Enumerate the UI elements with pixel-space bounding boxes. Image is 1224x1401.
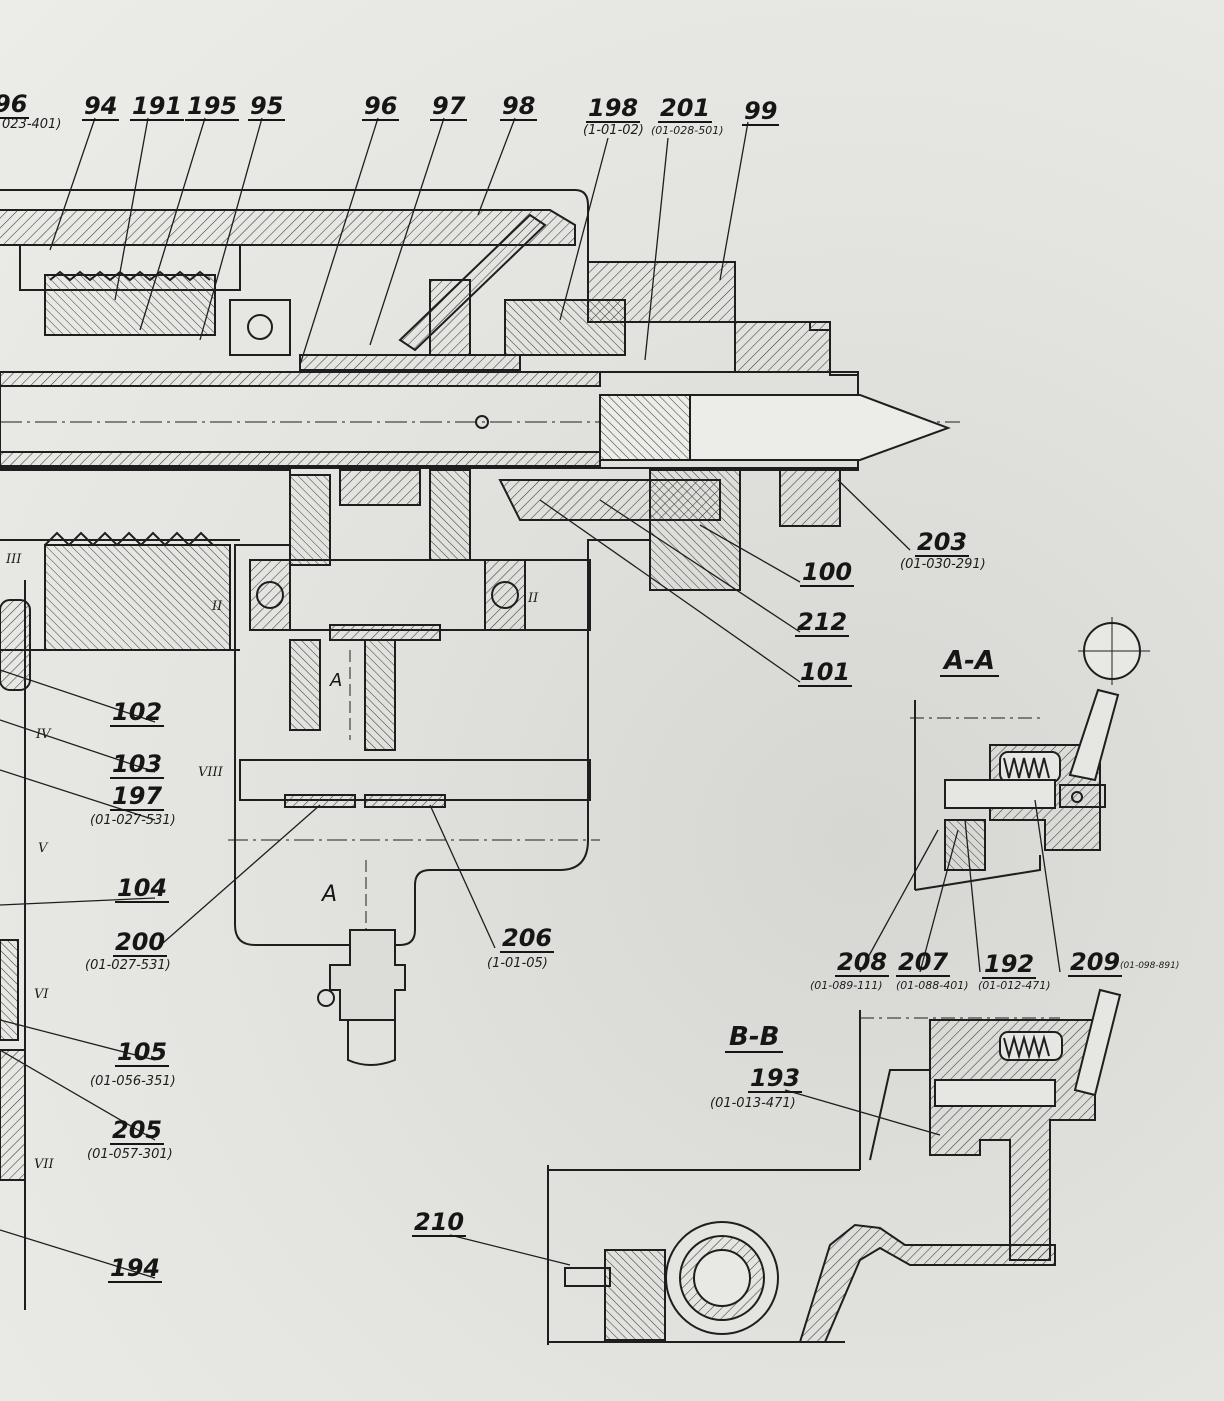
rack-gear — [44, 544, 231, 651]
part-label-103: 103 — [110, 750, 165, 779]
part-code-198: (1-01-02) — [583, 123, 644, 138]
shaft-numeral-v: V — [38, 841, 48, 856]
part-label-191: 191 — [130, 92, 185, 121]
shaft-numeral-iii: III — [6, 552, 22, 567]
leader-lines — [0, 117, 1061, 1279]
part-label-201: 201 — [658, 94, 713, 123]
part-code-96a: 023-401) — [2, 117, 62, 132]
part-label-105: 105 — [115, 1038, 170, 1067]
part-label-209: 209 — [1068, 948, 1123, 977]
part-label-206: 206 — [500, 924, 555, 953]
part-label-95: 95 — [248, 92, 286, 121]
part-code-206: (1-01-05) — [487, 956, 548, 971]
part-code-209: (01-098-891) — [1120, 961, 1180, 971]
part-label-203: 203 — [915, 528, 970, 557]
part-label-194: 194 — [108, 1254, 163, 1283]
section-title-bb: B-B — [725, 1024, 784, 1053]
part-label-207: 207 — [896, 948, 951, 977]
gear-95 — [44, 274, 216, 336]
part-label-212: 212 — [795, 608, 850, 637]
part-label-198: 198 — [586, 94, 641, 123]
part-code-208: (01-089-111) — [810, 979, 883, 992]
cut-mark-a-upper: A — [330, 670, 343, 691]
shaft-numeral-ii-right: II — [528, 591, 539, 606]
part-label-101: 101 — [798, 658, 853, 687]
part-label-99: 99 — [742, 97, 780, 126]
part-label-96a: 96 — [0, 92, 30, 119]
part-label-102: 102 — [110, 698, 165, 727]
part-label-193: 193 — [748, 1064, 803, 1093]
part-code-197: (01-027-531) — [90, 813, 176, 828]
section-bb-view — [547, 988, 1122, 1345]
part-code-105: (01-056-351) — [90, 1074, 176, 1089]
shaft-numeral-iv: IV — [36, 727, 51, 742]
part-label-97: 97 — [430, 92, 468, 121]
part-code-203: (01-030-291) — [900, 557, 986, 572]
shaft-numeral-vi: VI — [34, 987, 49, 1002]
part-label-104: 104 — [115, 874, 170, 903]
part-code-193: (01-013-471) — [710, 1096, 796, 1111]
part-code-205: (01-057-301) — [87, 1147, 173, 1162]
part-label-94: 94 — [82, 92, 120, 121]
section-title-aa: A-A — [940, 648, 1000, 677]
shaft-numeral-vii: VII — [34, 1157, 54, 1172]
part-code-201: (01-028-501) — [651, 124, 724, 137]
part-label-205: 205 — [110, 1116, 165, 1145]
part-code-207: (01-088-401) — [896, 979, 969, 992]
part-label-100: 100 — [800, 558, 855, 587]
shaft-numeral-viii: VIII — [198, 765, 223, 780]
part-label-210: 210 — [412, 1208, 467, 1237]
shaft-numeral-ii-left: II — [212, 599, 223, 614]
section-aa-view — [910, 617, 1150, 891]
part-label-200: 200 — [113, 928, 168, 957]
cut-mark-a-lower: A — [322, 882, 338, 907]
part-label-195: 195 — [185, 92, 240, 121]
part-label-208: 208 — [835, 948, 890, 977]
part-label-98: 98 — [500, 92, 538, 121]
drain-fitting — [329, 929, 406, 1021]
part-label-96b: 96 — [362, 92, 400, 121]
part-code-200: (01-027-531) — [85, 958, 171, 973]
shaft-ii — [249, 559, 591, 631]
part-label-192: 192 — [982, 950, 1037, 979]
part-label-197: 197 — [110, 782, 165, 811]
part-code-192: (01-012-471) — [978, 979, 1051, 992]
